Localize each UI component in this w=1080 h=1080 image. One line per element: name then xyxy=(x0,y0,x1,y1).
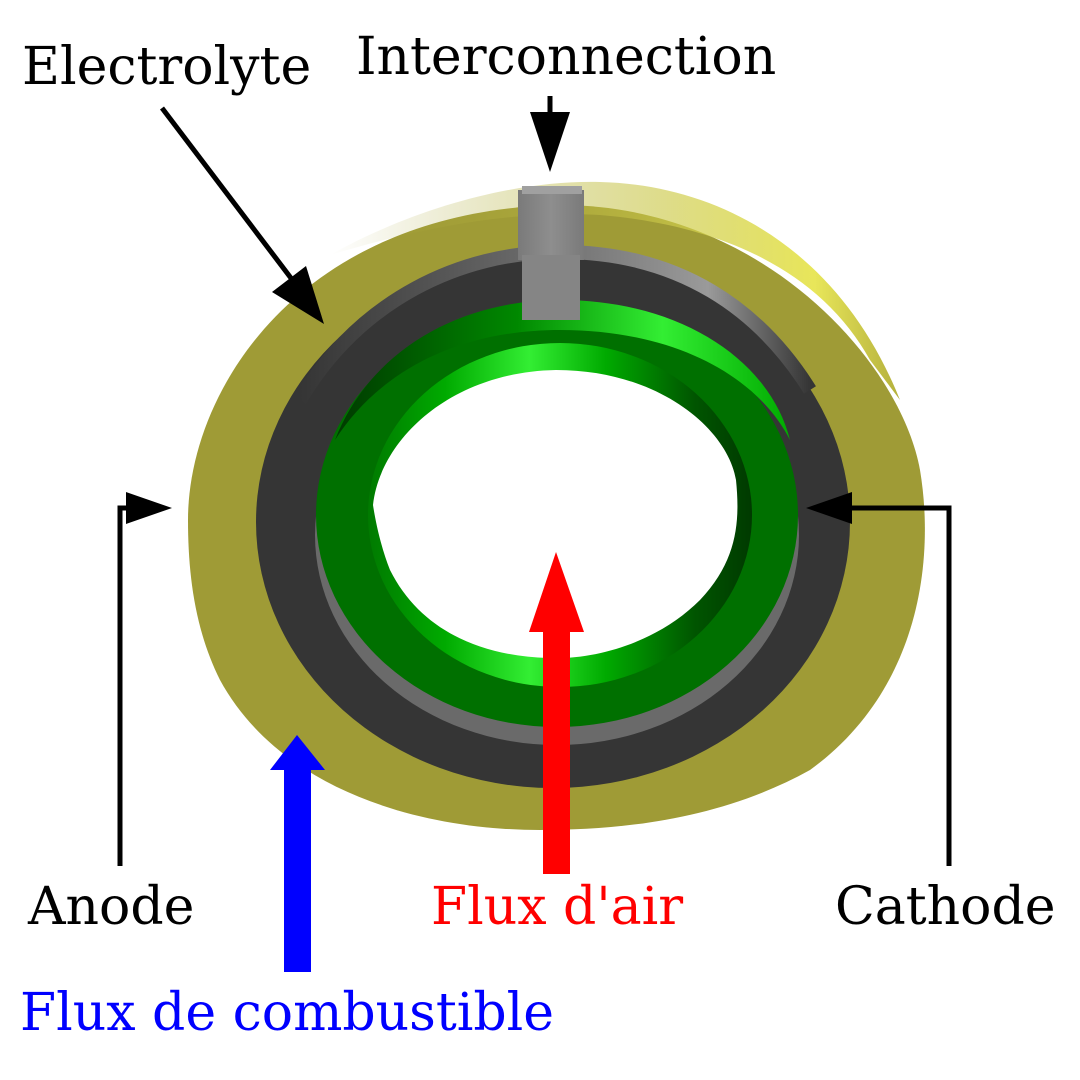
interconnection-cap xyxy=(522,186,582,194)
cathode-label: Cathode xyxy=(835,877,1056,937)
air-flow-shaft xyxy=(543,628,570,874)
air-flow-label: Flux d'air xyxy=(431,877,683,937)
air-flow-head xyxy=(529,552,584,632)
anode-leader-line xyxy=(117,505,135,866)
cathode-leader-arrowhead xyxy=(806,492,852,524)
anode-label: Anode xyxy=(27,877,194,937)
anode-leader xyxy=(117,492,172,866)
cathode-top-lip xyxy=(335,300,790,440)
fuel-flow-head xyxy=(270,735,325,770)
electrolyte-label: Electrolyte xyxy=(22,37,311,97)
fuel-flow-arrow xyxy=(270,735,325,972)
electrolyte-leader-line xyxy=(160,106,302,292)
fuel-flow-label: Flux de combustible xyxy=(20,983,554,1043)
tube-bore xyxy=(373,370,738,659)
fuel-flow-shaft xyxy=(284,766,311,972)
anode-leader-arrowhead xyxy=(126,492,172,524)
air-flow-arrow xyxy=(529,552,584,874)
interconnection-tab xyxy=(518,186,584,320)
cathode-leader-line xyxy=(850,505,952,866)
electrolyte-leader xyxy=(160,106,324,324)
interconnection-label: Interconnection xyxy=(356,27,776,87)
interconnection-stem xyxy=(522,255,580,320)
electrolyte-leader-arrowhead xyxy=(272,266,324,324)
cathode-leader xyxy=(806,492,952,866)
cathode-layer xyxy=(315,300,799,745)
interconnection-leader-arrowhead xyxy=(530,112,570,172)
anode-top-highlight xyxy=(330,181,900,400)
interconnection-leader xyxy=(530,96,570,172)
interconnection-top-face xyxy=(518,190,584,260)
